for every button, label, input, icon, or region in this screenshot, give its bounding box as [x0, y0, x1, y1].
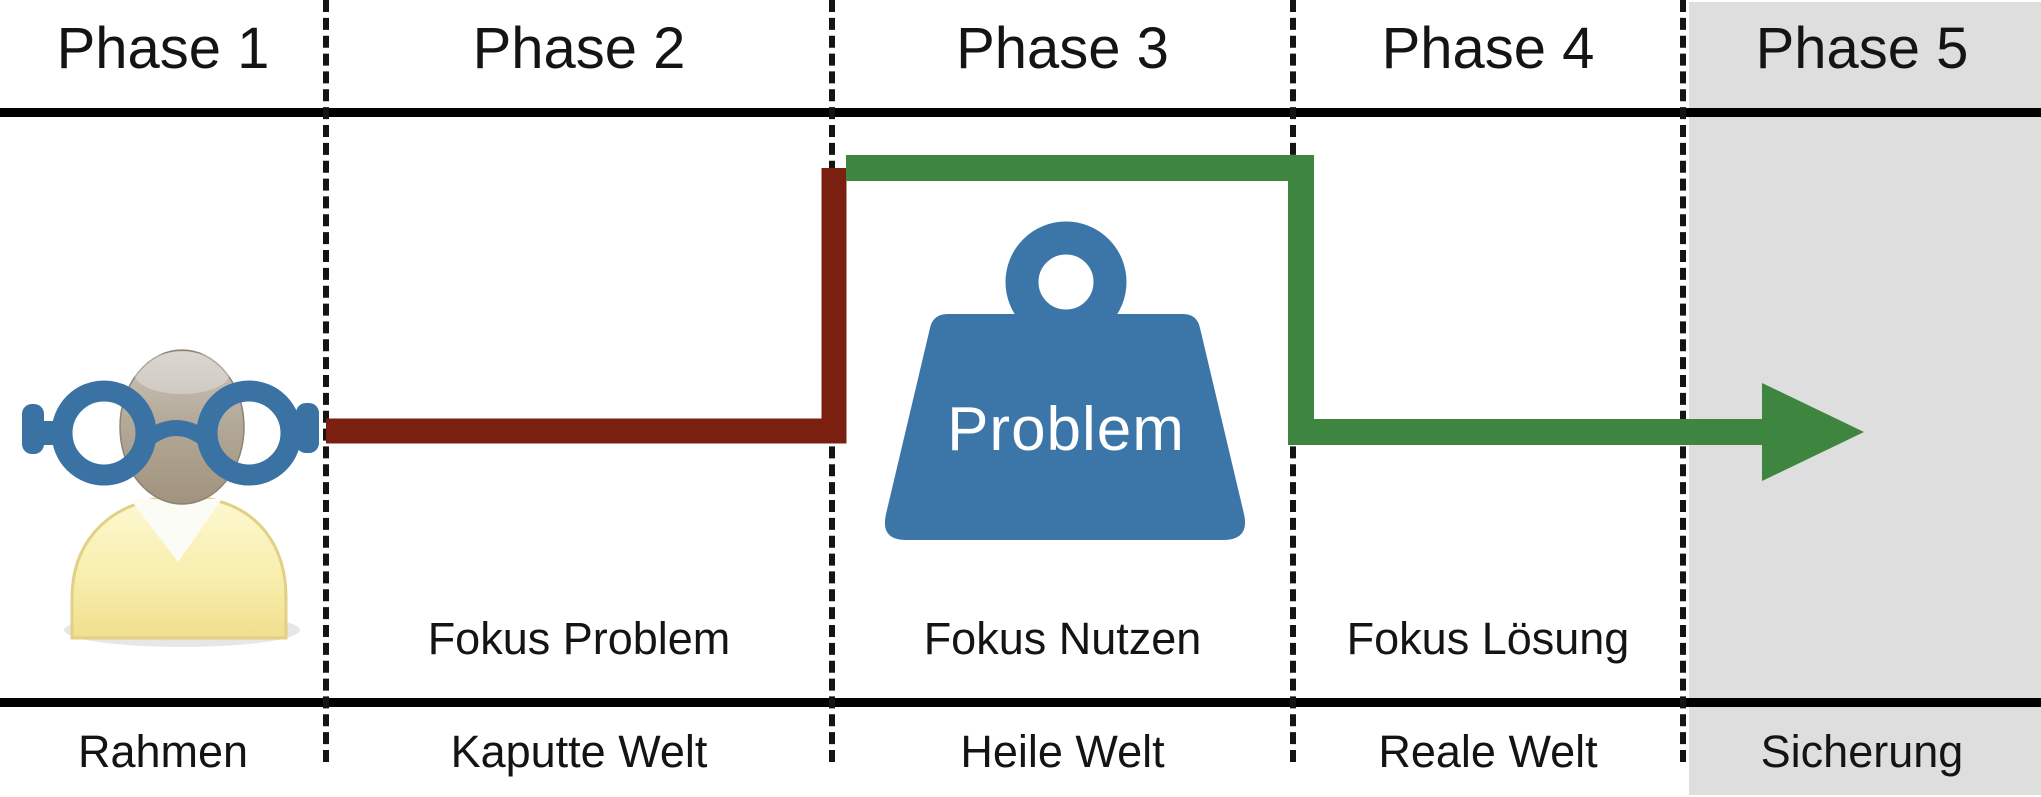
phase-4-bottom-label: Reale Welt: [1378, 726, 1598, 777]
phase-divider-4-5: [1680, 0, 1686, 762]
flow-line-red-segment: [326, 168, 847, 444]
person-vneck: [130, 499, 222, 562]
flow-arrow-icon: [1762, 383, 1864, 481]
phase-1-header: Phase 1: [56, 16, 270, 81]
weight-icon: [884, 221, 1246, 540]
phase-2-focus-label: Fokus Problem: [427, 613, 731, 664]
header-rule: [0, 108, 2041, 117]
glasses-icon: [22, 380, 319, 486]
flow-line-green-segment: [846, 155, 1770, 445]
weight-handle: [1005, 221, 1127, 343]
person-with-glasses-icon: [22, 349, 319, 647]
phase-divider-1-2: [323, 0, 329, 762]
phase-2-bottom-label: Kaputte Welt: [450, 726, 708, 777]
phase-3-header: Phase 3: [956, 16, 1169, 81]
phase-3-bottom-label: Heile Welt: [960, 726, 1165, 777]
phase5-highlight-panel: [1689, 2, 2041, 795]
phase-5-bottom-label: Sicherung: [1760, 726, 1964, 777]
person-head-highlight: [134, 352, 230, 394]
phase-4-header: Phase 4: [1381, 16, 1595, 81]
phase-2-header: Phase 2: [472, 16, 686, 81]
weight-body: [884, 314, 1246, 540]
phase-5-header: Phase 5: [1755, 16, 1969, 81]
phase-flow-line: [326, 155, 1864, 481]
phase-4-focus-label: Fokus Lösung: [1346, 613, 1630, 664]
weight-label: Problem: [947, 395, 1185, 464]
phase-1-bottom-label: Rahmen: [77, 726, 249, 777]
footer-rule: [0, 698, 2041, 707]
phase-3-focus-label: Fokus Nutzen: [923, 613, 1202, 664]
